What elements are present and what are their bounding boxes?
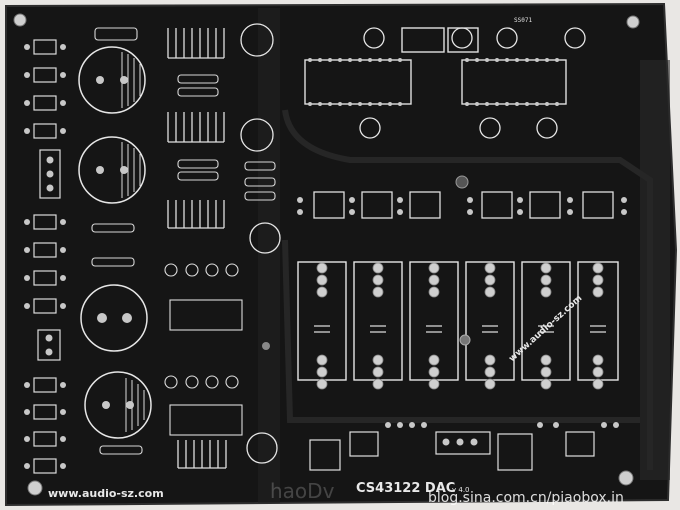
power-connectors [37, 149, 61, 361]
left-pads [24, 44, 66, 469]
via-large [455, 175, 469, 189]
filter-capacitors-left [78, 46, 152, 439]
regulator-heatsinks [167, 28, 227, 469]
film-capacitor-footprints [297, 261, 619, 381]
via-left [262, 342, 270, 350]
watermark-faint: haoDv [270, 479, 335, 503]
url-bottom-left: www.audio-sz.com [48, 487, 164, 500]
opamp-pads [297, 197, 627, 215]
watermark-url: blog.sina.com.cn/piaobox.in [428, 490, 624, 506]
capacitor-pads-left [96, 76, 134, 409]
left-diode-column [33, 39, 57, 474]
mounting-holes [13, 13, 640, 496]
board-model: CS43122 DAC [356, 481, 455, 496]
medium-capacitors [240, 23, 586, 464]
ground-traces [282, 109, 653, 470]
film-capacitor-pads [316, 262, 604, 390]
opamp-sockets [313, 191, 614, 219]
output-pads [385, 422, 619, 446]
via-center [459, 334, 471, 346]
power-connector-pads [45, 156, 54, 356]
pcb-board [5, 2, 678, 507]
transistor-cluster [164, 263, 243, 436]
header-label: SS071 [514, 17, 532, 24]
output-section [309, 431, 595, 471]
film-capacitor-symbols [314, 325, 606, 333]
ic-pins [308, 58, 559, 106]
resistor-rows [91, 27, 276, 455]
board-version: v 4.0 [452, 486, 470, 494]
